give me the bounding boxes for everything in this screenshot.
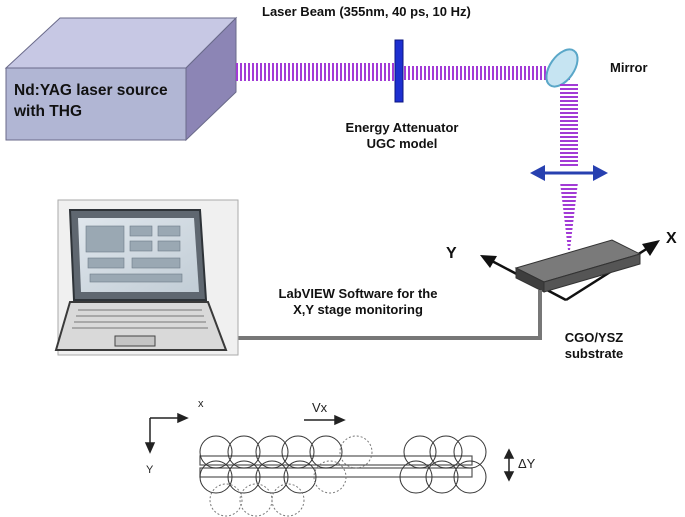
- scan-delta-y-label: ΔY: [518, 456, 536, 471]
- laser-spot-planned: [271, 483, 305, 517]
- laser-spot: [453, 460, 487, 494]
- scan-origin-axes: [144, 412, 189, 454]
- laser-spot-planned: [339, 435, 373, 469]
- laser-beam-segment-1: [236, 63, 396, 81]
- substrate-label-line2: substrate: [564, 346, 624, 361]
- laser-spot-planned: [239, 483, 273, 517]
- laser-spots: [199, 435, 487, 517]
- substrate-label-line1: CGO/YSZ: [564, 330, 624, 345]
- software-label: LabVIEW Software for the X,Y stage monit…: [258, 286, 458, 318]
- laptop-base: [54, 301, 228, 351]
- software-label-line2: X,Y stage monitoring: [293, 302, 423, 317]
- laser-source-label-line1: Nd:YAG laser source: [14, 82, 168, 99]
- laser-spot: [227, 435, 261, 469]
- mirror-label: Mirror: [610, 60, 648, 75]
- laser-beam-segment-3: [560, 82, 578, 166]
- focusing-lens-arrow: [530, 165, 608, 181]
- laser-spot: [199, 460, 233, 494]
- laser-spot-planned: [313, 460, 347, 494]
- laser-spot: [281, 435, 315, 469]
- control-cable: [220, 290, 542, 340]
- laptop: [54, 199, 239, 356]
- mirror-shape: [545, 48, 579, 88]
- laser-source-label: Nd:YAG laser source with THG: [14, 80, 184, 122]
- axis-x-label: X: [666, 230, 677, 247]
- laptop-touchpad: [114, 335, 156, 347]
- laser-spot: [309, 435, 343, 469]
- laser-spot: [199, 435, 233, 469]
- scan-velocity-label: Vx: [312, 400, 328, 415]
- laser-source-box: [4, 16, 238, 142]
- scan-y-label: Y: [146, 464, 154, 476]
- laser-beam-segment-2: [404, 66, 570, 80]
- velocity-arrow: [304, 414, 346, 426]
- attenuator-label: Energy Attenuator UGC model: [332, 120, 472, 152]
- scan-x-label: x: [198, 398, 204, 410]
- laser-spot: [255, 435, 289, 469]
- attenuator-label-line2: UGC model: [366, 136, 438, 151]
- scan-pattern: [144, 412, 515, 517]
- laser-spot: [255, 460, 289, 494]
- delta-y-arrow: [503, 448, 515, 482]
- substrate-label: CGO/YSZ substrate: [544, 330, 644, 362]
- energy-attenuator: [394, 39, 404, 103]
- laser-spot-planned: [209, 483, 243, 517]
- laser-beam-focus: [560, 182, 578, 250]
- laser-source-label-line2: with THG: [14, 103, 83, 120]
- software-label-line1: LabVIEW Software for the: [278, 286, 438, 301]
- laser-spot: [453, 435, 487, 469]
- axis-y-label: Y: [446, 245, 457, 262]
- laser-spot: [227, 460, 261, 494]
- substrate-block: [514, 239, 642, 293]
- laser-spot: [425, 460, 459, 494]
- laser-box-front: [5, 67, 187, 141]
- laser-spot: [399, 460, 433, 494]
- laser-spot: [403, 435, 437, 469]
- laser-spot: [429, 435, 463, 469]
- laser-beam-label: Laser Beam (355nm, 40 ps, 10 Hz): [262, 4, 471, 19]
- attenuator-label-line1: Energy Attenuator: [345, 120, 459, 135]
- laser-spot: [283, 460, 317, 494]
